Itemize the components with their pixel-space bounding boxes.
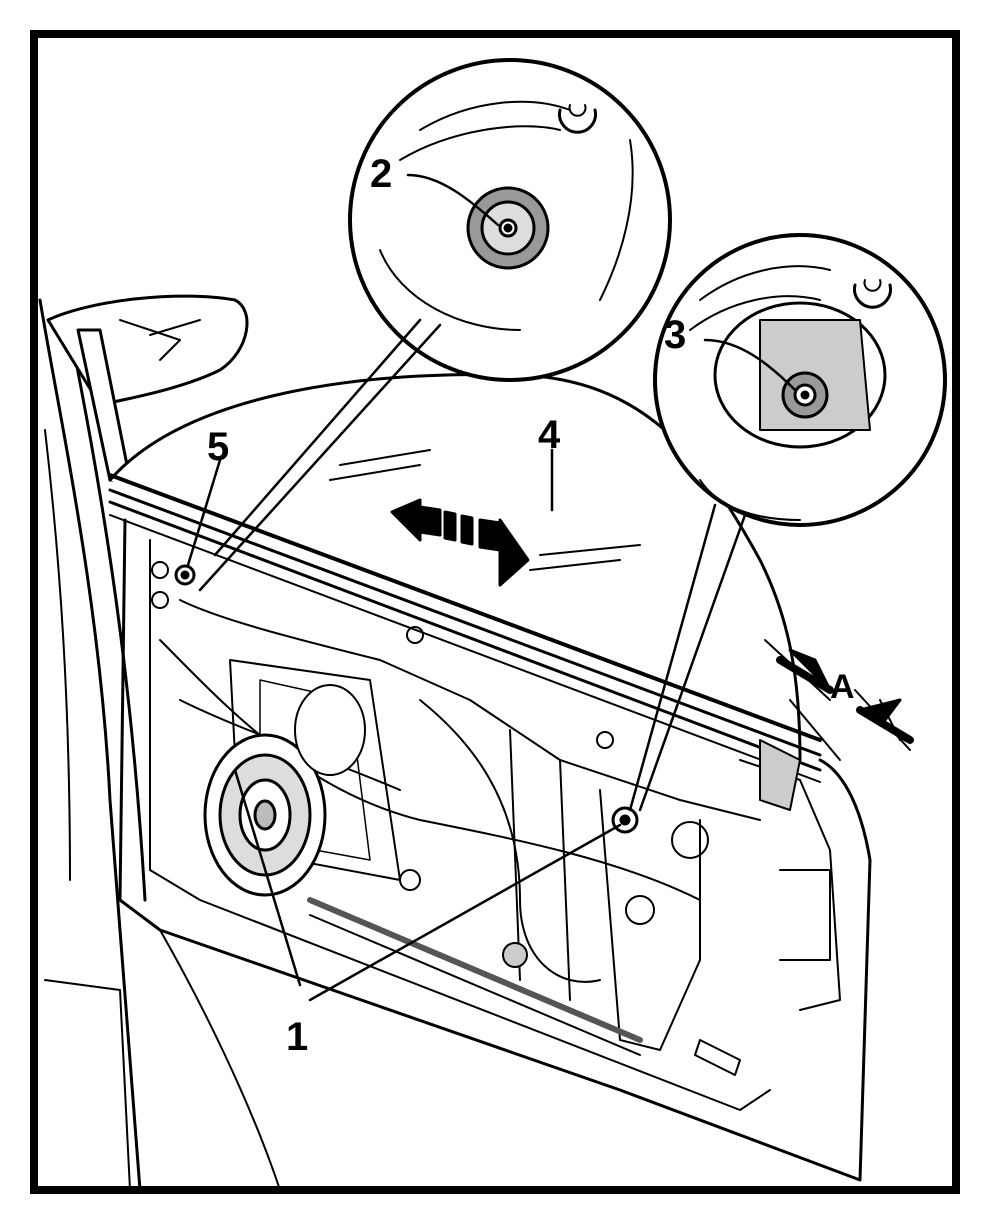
speaker-icon: [203, 733, 327, 897]
window-glass: [108, 373, 802, 762]
callout-3: 3: [664, 313, 686, 357]
bolt-icon: [174, 564, 196, 586]
detail-circle-3: [653, 233, 947, 527]
callout-1: 1: [286, 1015, 308, 1059]
dimension-a: [764, 639, 914, 761]
detail-circle-2: [348, 58, 672, 382]
arrow-icon: [390, 498, 530, 587]
callout-A: A: [830, 668, 855, 706]
callout-4: 4: [538, 413, 561, 457]
door-panel: [118, 518, 872, 1182]
a-pillar: [38, 298, 142, 1192]
circular-arrow-icon: [558, 108, 597, 134]
callout-5: 5: [207, 425, 229, 469]
mirror-icon: [46, 294, 249, 482]
beltline: [108, 473, 822, 742]
callout-2: 2: [370, 152, 392, 196]
